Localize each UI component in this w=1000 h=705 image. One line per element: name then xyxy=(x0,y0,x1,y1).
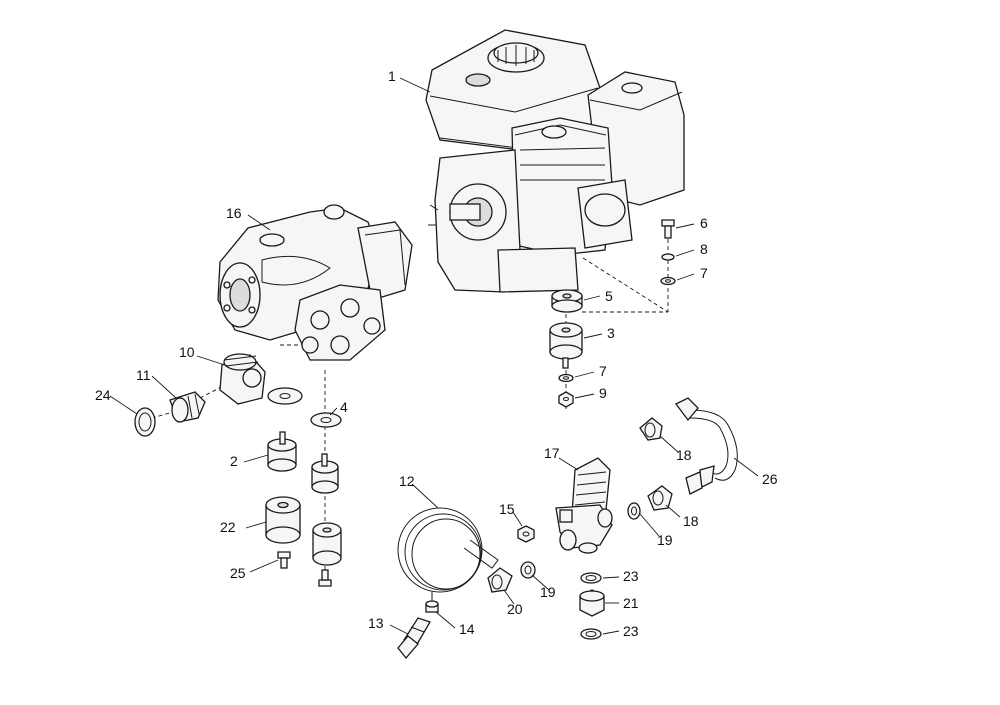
lock-washer-8 xyxy=(661,253,675,261)
callout-1: 1 xyxy=(388,68,396,84)
callout-7-lower: 7 xyxy=(599,363,607,379)
adapter-20 xyxy=(487,567,513,593)
callout-5: 5 xyxy=(605,288,613,304)
isolator-mount-center xyxy=(311,453,339,494)
nipple-18-lower xyxy=(647,485,673,511)
hose-fitting xyxy=(169,391,206,423)
isolator-mount-left xyxy=(267,431,297,472)
callout-25: 25 xyxy=(230,565,246,581)
callout-labels: 1 6 8 7 5 3 7 9 4 2 22 25 10 11 24 16 12… xyxy=(95,68,778,639)
leader-lines xyxy=(109,77,759,635)
washer-19-upper xyxy=(627,502,641,520)
callout-17: 17 xyxy=(544,445,560,461)
callout-26: 26 xyxy=(762,471,778,487)
inlet-manifold xyxy=(219,353,266,405)
callout-24: 24 xyxy=(95,387,111,403)
callout-15: 15 xyxy=(499,501,515,517)
callout-20: 20 xyxy=(507,601,523,617)
hose-coil xyxy=(397,507,499,605)
callout-18-upper: 18 xyxy=(676,447,692,463)
isolator-mount-3 xyxy=(549,322,583,369)
callout-19-upper: 19 xyxy=(657,532,673,548)
callout-13: 13 xyxy=(368,615,384,631)
engine xyxy=(425,29,685,293)
nipple-21 xyxy=(579,589,605,617)
callout-10: 10 xyxy=(179,344,195,360)
callout-3: 3 xyxy=(607,325,615,341)
callout-9: 9 xyxy=(599,385,607,401)
callout-7-upper: 7 xyxy=(700,265,708,281)
hose-clip xyxy=(425,600,439,613)
washer-23-lower xyxy=(580,628,602,640)
callout-4: 4 xyxy=(340,399,348,415)
callout-19-lower: 19 xyxy=(540,584,556,600)
bolt-6 xyxy=(661,219,675,239)
nut-9 xyxy=(558,391,574,408)
nipple-18-upper xyxy=(639,417,663,441)
callout-23-lower: 23 xyxy=(623,623,639,639)
washer-7-upper xyxy=(660,276,676,286)
inlet-filter xyxy=(397,617,431,660)
callout-23-upper: 23 xyxy=(623,568,639,584)
washer-19-lower xyxy=(520,561,536,579)
rubber-mount-center xyxy=(312,522,342,566)
callout-2: 2 xyxy=(230,453,238,469)
high-pressure-hose xyxy=(675,397,738,495)
callout-12: 12 xyxy=(399,473,415,489)
washer-5 xyxy=(551,289,583,313)
callout-11: 11 xyxy=(136,367,151,383)
nut-15 xyxy=(517,525,535,543)
callout-22: 22 xyxy=(220,519,236,535)
pressure-pump xyxy=(217,204,413,361)
callout-14: 14 xyxy=(459,621,475,637)
callout-18-lower: 18 xyxy=(683,513,699,529)
rubber-mount-left xyxy=(265,496,301,544)
washer-23-upper xyxy=(580,572,602,584)
pump-spacer xyxy=(267,387,303,405)
spacer-4 xyxy=(310,412,342,428)
washer-7-lower xyxy=(558,373,574,383)
washer-24 xyxy=(134,407,156,437)
callout-8: 8 xyxy=(700,241,708,257)
bolt-25-left xyxy=(277,551,291,569)
bolt-25-center xyxy=(318,569,332,587)
callout-21: 21 xyxy=(623,595,639,611)
unloader-valve xyxy=(555,457,613,554)
callout-16: 16 xyxy=(226,205,242,221)
callout-6: 6 xyxy=(700,215,708,231)
